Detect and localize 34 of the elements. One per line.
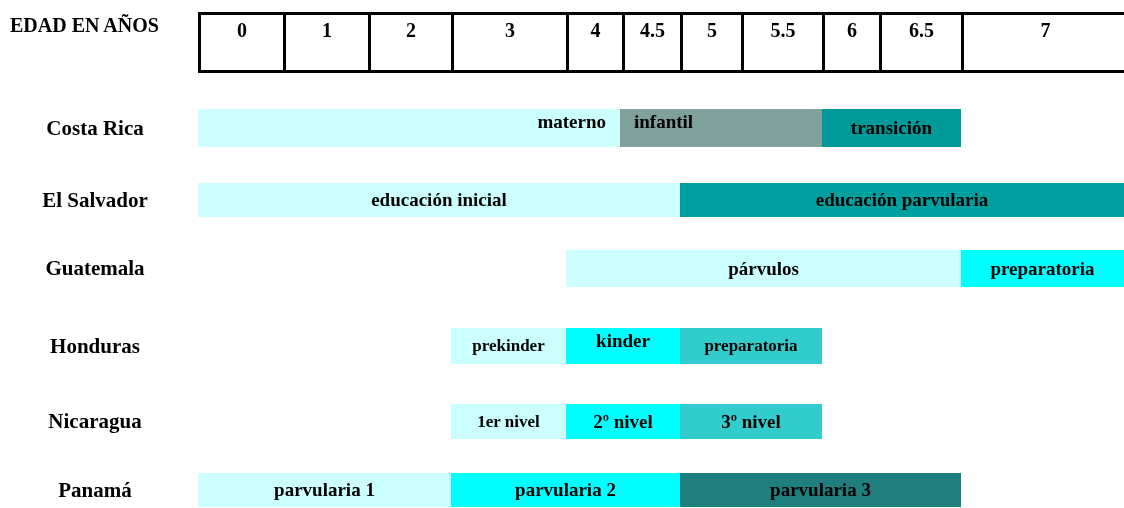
- age-header-cell: 6: [822, 12, 882, 73]
- country-label: Guatemala: [44, 255, 146, 282]
- age-range-bar: transición: [822, 109, 961, 147]
- age-header-cell: 5.5: [741, 12, 825, 73]
- age-header-cell: 1: [283, 12, 371, 73]
- age-range-bar: materno: [198, 109, 620, 147]
- age-range-bar: prekinder: [451, 328, 566, 364]
- age-header-cell: 6.5: [879, 12, 964, 73]
- age-range-bar: párvulos: [566, 250, 961, 287]
- country-label: Costa Rica: [45, 114, 145, 142]
- age-header-cell: 4.5: [622, 12, 683, 73]
- age-range-bar: 1er nivel: [451, 404, 566, 439]
- age-range-bar: kinder: [566, 328, 680, 364]
- age-range-bar: infantil: [620, 109, 822, 147]
- country-label: Panamá: [57, 476, 133, 504]
- age-header-cell: 7: [961, 12, 1124, 73]
- age-header-cell: 0: [198, 12, 286, 73]
- country-label: Nicaragua: [47, 408, 143, 435]
- age-range-bar: preparatoria: [680, 328, 822, 364]
- age-range-bar: educación parvularia: [680, 183, 1124, 217]
- age-header-cell: 4: [566, 12, 625, 73]
- country-label: Honduras: [49, 332, 141, 360]
- age-range-bar: 2º nivel: [566, 404, 680, 439]
- country-label: El Salvador: [41, 186, 149, 214]
- age-header-cell: 3: [451, 12, 569, 73]
- age-range-bar: parvularia 3: [680, 473, 961, 507]
- age-header-cell: 5: [680, 12, 744, 73]
- age-range-bar: parvularia 2: [451, 473, 680, 507]
- age-range-bar: educación inicial: [198, 183, 680, 217]
- axis-title: EDAD EN AÑOS: [10, 13, 160, 38]
- age-range-bar: preparatoria: [961, 250, 1124, 287]
- age-range-bar: parvularia 1: [198, 473, 451, 507]
- age-range-bar: 3º nivel: [680, 404, 822, 439]
- age-header-cell: 2: [368, 12, 454, 73]
